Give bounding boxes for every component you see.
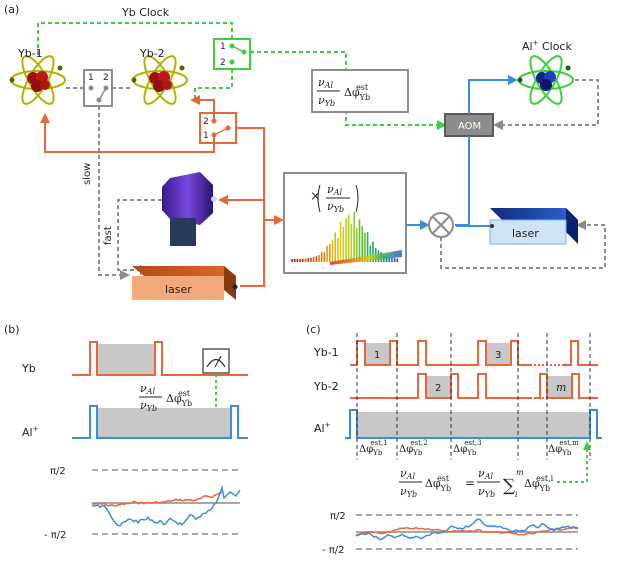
svg-text:νAl: νAl (318, 76, 333, 90)
svg-text:νAl: νAl (478, 467, 493, 481)
c-feedback-link (556, 443, 588, 483)
yb1-atom-icon (9, 55, 66, 105)
yb2-atom-icon (131, 55, 188, 105)
c-al-label: Al+ (314, 421, 331, 435)
c-yb2-label: Yb-2 (313, 380, 339, 393)
yb-selector-switch: 1 2 (66, 69, 133, 107)
svg-text:νYb: νYb (327, 200, 344, 214)
c-box-3: 3 (495, 350, 501, 361)
svg-text:m: m (516, 468, 524, 477)
c-yb2-pulse-trace (350, 373, 530, 399)
b-al-phase-trace (91, 484, 241, 527)
mixer-icon (428, 212, 454, 238)
aom-label: AOM (458, 121, 481, 132)
panel-label-c: (c) (306, 323, 321, 336)
b-meter-icon (202, 348, 230, 374)
svg-text:νYb: νYb (478, 485, 495, 499)
spectrum-ramp (330, 250, 402, 265)
b-ratio-label: νAl νYb ΔφYbest (139, 382, 192, 413)
yb-clock-switch: 1 2 (213, 38, 251, 70)
svg-text:×: × (310, 189, 321, 204)
svg-text:ΔφYbest: ΔφYbest (344, 83, 370, 102)
yb2-label: Yb-2 (139, 47, 165, 60)
c-al-phase-trace (355, 518, 579, 541)
laser-left-label: laser (165, 283, 192, 296)
b-yb-phase-trace (91, 492, 223, 507)
c-box-m: m (556, 381, 566, 394)
svg-text:ΔφYbest,i: ΔφYbest,i (524, 474, 554, 493)
b-yb-pulse-fill (97, 344, 155, 375)
yb-clock-label: Yb Clock (121, 6, 170, 19)
c-delta-1: ΔφYbest,1 (359, 439, 388, 457)
al-atom-icon (517, 55, 574, 105)
switch-top-label-1: 1 (220, 42, 226, 52)
probe-switch: 2 1 (199, 112, 237, 144)
panel-label-a: (a) (4, 3, 19, 16)
switch-mid-label-1: 1 (88, 73, 94, 83)
c-pos-pi-label: π/2 (330, 511, 346, 522)
c-yb-phase-trace (355, 526, 579, 536)
c-neg-pi-label: - π/2 (322, 545, 345, 556)
switch-right-label-2: 2 (203, 117, 209, 127)
svg-text:νAl: νAl (400, 467, 415, 481)
fast-feedback-link (117, 199, 162, 275)
c-interrogation-markers (356, 333, 591, 460)
yb1-label: Yb-1 (17, 47, 43, 60)
c-delta-m: ΔφYbest,m (548, 439, 579, 457)
optical-cavity-icon (162, 172, 217, 246)
panel-label-b: (b) (4, 323, 20, 336)
al-clock-label: Al+ Clock (522, 39, 572, 53)
svg-text:∑: ∑ (503, 476, 515, 496)
ratio-box: νAl νYb ΔφYbest (311, 69, 409, 113)
laser-right-label: laser (512, 227, 539, 240)
svg-text:ΔφYbest: ΔφYbest (166, 389, 192, 408)
b-yb-pulse-trace (72, 341, 248, 376)
c-box-1: 1 (374, 350, 380, 361)
c-delta-3: ΔφYbest,3 (453, 439, 482, 457)
fast-label: fast (103, 226, 114, 245)
svg-text:νAl: νAl (327, 183, 342, 197)
b-neg-pi-label: - π/2 (44, 530, 67, 541)
svg-text:νYb: νYb (318, 94, 335, 108)
c-yb1-pulse-trace (350, 340, 530, 366)
b-al-label: Al+ (22, 425, 39, 439)
b-pos-pi-label: π/2 (50, 466, 66, 477)
svg-text:i: i (515, 490, 518, 499)
yb-laser: laser (132, 266, 238, 300)
svg-text:νYb: νYb (140, 399, 157, 413)
multiply-box: × νAl νYb (283, 172, 407, 274)
c-delta-2: ΔφYbest,2 (399, 439, 428, 457)
al-laser: laser (489, 208, 578, 245)
aom-box: AOM (444, 113, 494, 137)
b-al-pulse-trace (72, 405, 248, 439)
c-equation: νAl νYb ΔφYbest = νAl νYb ∑ m i ΔφYbest,… (399, 467, 554, 499)
switch-right-label-1: 1 (203, 131, 209, 141)
yb-clock-link (37, 22, 233, 55)
svg-text:=: = (465, 476, 475, 490)
b-yb-label: Yb (21, 362, 36, 375)
switch-top-label-2: 2 (220, 58, 226, 68)
c-box-2: 2 (435, 383, 441, 394)
svg-text:νYb: νYb (400, 485, 417, 499)
slow-label: slow (82, 163, 93, 185)
c-yb1-label: Yb-1 (313, 346, 339, 359)
c-al-pulse-trace (345, 409, 602, 439)
switch-mid-label-2: 2 (103, 73, 109, 83)
slow-feedback-link (98, 106, 130, 280)
b-al-pulse-fill (97, 408, 231, 438)
frequency-spectrum-icon (291, 211, 402, 265)
svg-text:νAl: νAl (140, 382, 155, 396)
c-al-pulse-fill (357, 412, 590, 438)
svg-text:ΔφYbest: ΔφYbest (425, 474, 451, 493)
feedback-link-aom (250, 51, 447, 130)
